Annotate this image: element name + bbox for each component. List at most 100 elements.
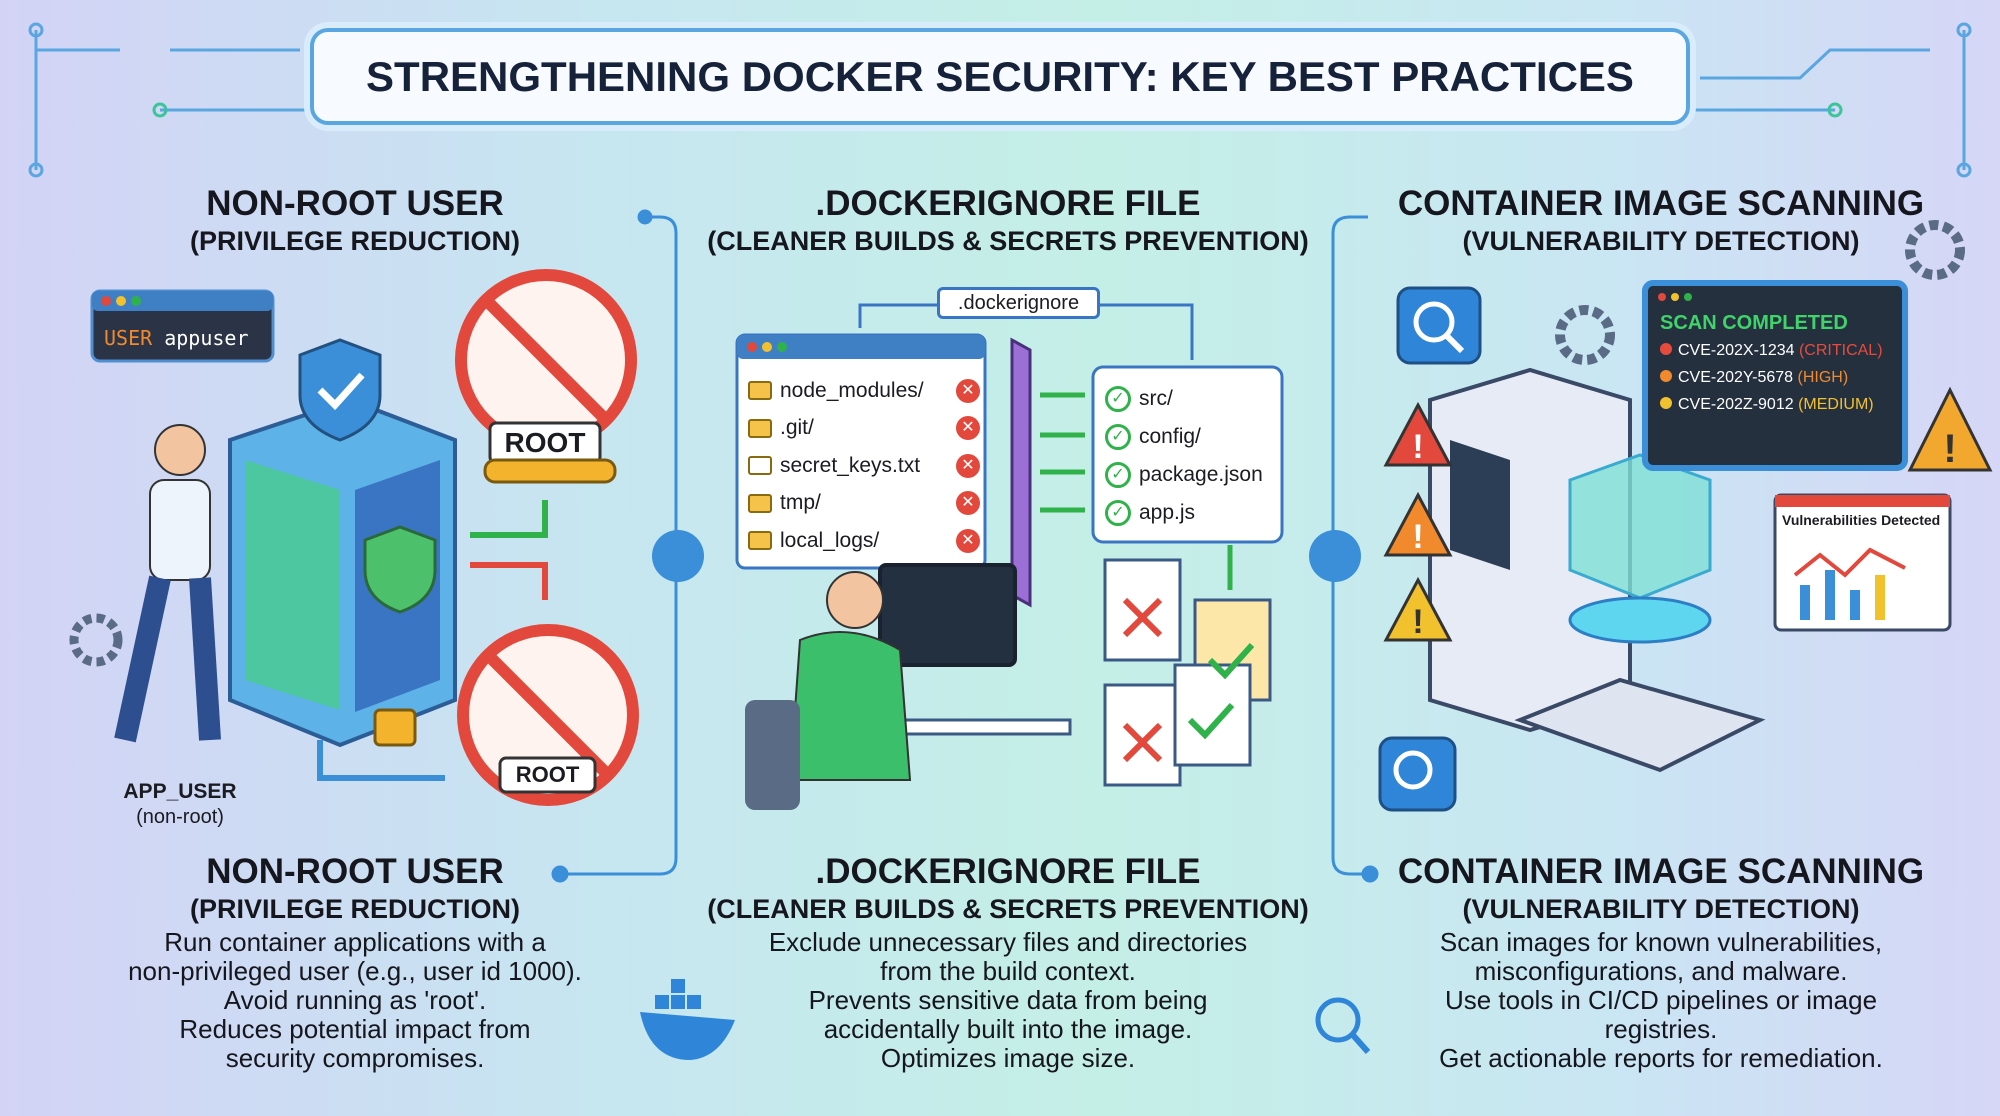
warning-triangle-icon: !: [1907, 386, 1993, 472]
section-header-dockerignore: .DOCKERIGNORE FILE (CLEANER BUILDS & SEC…: [668, 184, 1348, 258]
svg-text:!: !: [1412, 428, 1423, 466]
app-user-person: [114, 424, 221, 743]
cve-severity: (HIGH): [1797, 369, 1849, 386]
file-name: package.json: [1139, 463, 1263, 486]
description-line: Get actionable reports for remediation.: [1439, 1043, 1883, 1073]
file-name: secret_keys.txt: [780, 453, 921, 477]
dockerfile-value: appuser: [164, 326, 249, 350]
excluded-files-list: node_modules/✕.git/✕secret_keys.txt✕tmp/…: [748, 372, 980, 560]
section-subtitle: (VULNERABILITY DETECTION): [1462, 226, 1860, 256]
shield-check-icon: [298, 338, 382, 442]
svg-text:!: !: [1412, 603, 1423, 641]
description-line: Prevents sensitive data from being: [808, 985, 1208, 1015]
excluded-x-icon: ✕: [956, 378, 980, 403]
description-line: Use tools in CI/CD pipelines or image: [1444, 985, 1878, 1015]
dockerfile-user-instruction: USER appuser: [104, 326, 249, 350]
check-icon: ✓: [1105, 462, 1131, 488]
svg-text:!: !: [1943, 427, 1956, 471]
description-line: Optimizes image size.: [880, 1043, 1136, 1073]
check-icon: ✓: [1105, 500, 1131, 526]
circuit-decoration-right: [1690, 22, 1972, 178]
excluded-file-item: tmp/ ✕: [748, 485, 980, 523]
excluded-file-item: node_modules/ ✕: [748, 372, 980, 410]
section-title: NON-ROOT USER: [206, 852, 504, 891]
cve-id: CVE-202X-1234: [1678, 342, 1795, 359]
filter-wall: [1010, 337, 1032, 608]
excluded-x-icon: ✕: [956, 528, 980, 553]
included-file-item: ✓ src/: [1105, 380, 1280, 418]
cve-severity: (MEDIUM): [1798, 396, 1874, 413]
section-subtitle: (PRIVILEGE REDUCTION): [189, 894, 520, 924]
dockerfile-keyword: USER: [104, 326, 153, 350]
description-scanning: CONTAINER IMAGE SCANNING(VULNERABILITY D…: [1351, 852, 1971, 1073]
warning-triangle-icon: !: [1383, 401, 1453, 467]
file-name: local_logs/: [780, 528, 880, 552]
cve-finding: CVE-202X-1234 (CRITICAL): [1660, 337, 1900, 364]
section-title: .DOCKERIGNORE FILE: [815, 852, 1201, 891]
file-name: tmp/: [780, 491, 821, 515]
section-title: CONTAINER IMAGE SCANNING: [1397, 852, 1925, 891]
scan-results-monitor: [1642, 280, 1908, 471]
description-line: Avoid running as 'root'.: [223, 985, 487, 1015]
padlock-icon: [373, 708, 417, 747]
gear-icon: [69, 613, 123, 667]
user-terminal: [90, 289, 275, 363]
included-file-item: ✓ config/: [1105, 418, 1280, 456]
file-name: app.js: [1139, 501, 1196, 524]
cve-id: CVE-202Z-9012: [1678, 396, 1794, 413]
section-title: .DOCKERIGNORE FILE: [815, 184, 1201, 223]
no-root-king-icon: [455, 269, 637, 484]
developer-at-desk: [745, 563, 1072, 810]
scan-search-icon: [1315, 997, 1371, 1054]
scan-output: SCAN COMPLETED CVE-202X-1234 (CRITICAL)C…: [1660, 310, 1900, 418]
scan-search-icon: [1396, 286, 1482, 365]
pass-arrows: [1040, 392, 1085, 513]
file-name: node_modules/: [780, 378, 924, 402]
docker-whale-logo: [640, 979, 735, 1060]
file-name: src/: [1139, 387, 1173, 410]
included-file-item: ✓ package.json: [1105, 456, 1280, 494]
section-subtitle: (PRIVILEGE REDUCTION): [189, 226, 520, 256]
root-label: ROOT: [504, 427, 586, 458]
svg-text:!: !: [1412, 518, 1423, 556]
description-line: Reduces potential impact from: [179, 1014, 531, 1044]
no-root-king-icon: [457, 624, 639, 806]
cve-finding: CVE-202Y-5678 (HIGH): [1660, 364, 1900, 391]
shield-check-icon: [363, 525, 437, 614]
severity-dot-icon: [1660, 343, 1672, 355]
cve-severity: (CRITICAL): [1798, 342, 1883, 359]
gear-icon: [1905, 220, 1965, 280]
warning-triangle-icon: !: [1383, 491, 1453, 557]
section-subtitle: (VULNERABILITY DETECTION): [1462, 894, 1860, 924]
description-line: from the build context.: [880, 956, 1136, 986]
file-name: config/: [1139, 425, 1201, 448]
section-header-scanning: CONTAINER IMAGE SCANNING (VULNERABILITY …: [1351, 184, 1971, 258]
file-icon: [748, 456, 772, 476]
cve-id: CVE-202Y-5678: [1678, 369, 1794, 386]
gear-icon: [1555, 305, 1615, 365]
excluded-file-item: secret_keys.txt✕: [748, 447, 980, 485]
included-file-item: ✓ app.js: [1105, 494, 1280, 532]
description-line: Scan images for known vulnerabilities,: [1439, 927, 1883, 957]
description-line: non-privileged user (e.g., user id 1000)…: [128, 956, 582, 986]
folder-icon: [748, 418, 772, 438]
docker-badge-icon: [1309, 530, 1361, 582]
excluded-x-icon: ✕: [956, 491, 980, 516]
check-icon: ✓: [1105, 386, 1131, 412]
included-files-list: ✓ src/ ✓ config/ ✓ package.json ✓ app.js: [1105, 380, 1280, 532]
dockerignore-file-label: .dockerignore: [937, 287, 1100, 319]
folder-icon: [748, 531, 772, 551]
docker-badge-icon: [652, 530, 704, 582]
description-dockerignore: .DOCKERIGNORE FILE(CLEANER BUILDS & SECR…: [668, 852, 1348, 1073]
file-name: .git/: [780, 416, 814, 440]
vulnerability-report-window: [1773, 493, 1952, 632]
section-title: CONTAINER IMAGE SCANNING: [1397, 184, 1925, 223]
description-line: security compromises.: [225, 1043, 485, 1073]
page-title: STRENGTHENING DOCKER SECURITY: KEY BEST …: [310, 28, 1690, 125]
check-icon: ✓: [1105, 424, 1131, 450]
description-line: registries.: [1604, 1014, 1718, 1044]
excluded-x-icon: ✕: [956, 416, 980, 441]
excluded-file-item: local_logs/ ✕: [748, 522, 980, 560]
folder-icon: [748, 381, 772, 401]
